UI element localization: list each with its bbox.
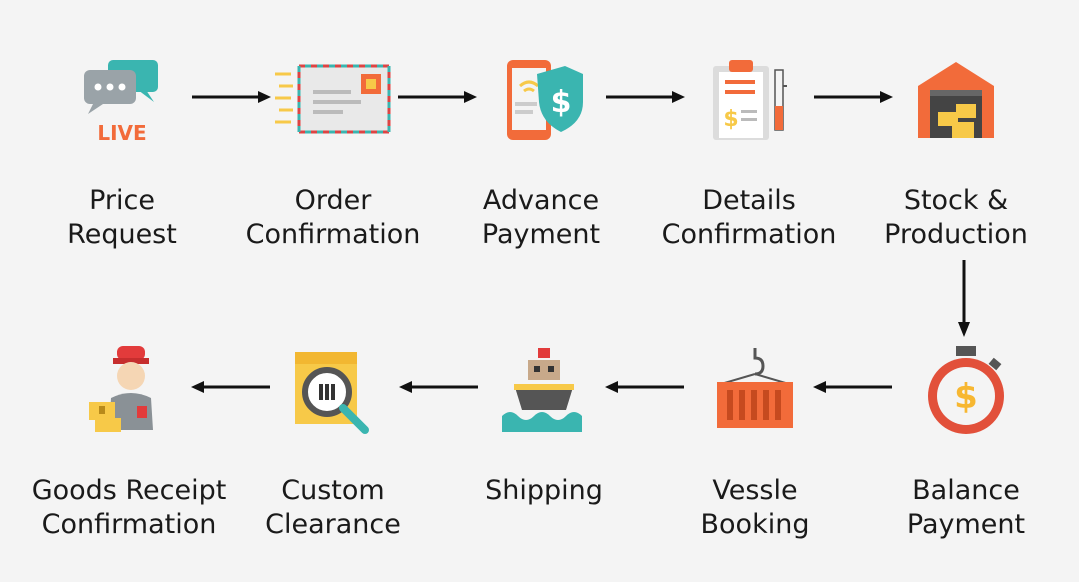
- step-label: Price Request: [22, 184, 222, 252]
- label-line: Custom: [281, 475, 385, 506]
- envelope-icon: [273, 56, 393, 152]
- arrow-left: [812, 380, 892, 394]
- step-label: Order Confirmation: [233, 184, 433, 252]
- clipboard-invoice-icon: $: [701, 56, 797, 152]
- label-line: Confirmation: [41, 509, 217, 540]
- warehouse-icon: [908, 56, 1004, 152]
- step-label: Balance Payment: [866, 474, 1066, 542]
- step-label: Shipping: [444, 474, 644, 508]
- label-line: Clearance: [265, 509, 401, 540]
- label-line: Order: [294, 185, 372, 216]
- dollar-badge: $: [723, 107, 738, 132]
- box-magnifier-icon: [285, 344, 381, 440]
- live-chat-icon: LIVE: [74, 56, 170, 152]
- step-label: Stock & Production: [856, 184, 1056, 252]
- arrow-left: [190, 380, 270, 394]
- container-hook-icon: [707, 344, 803, 440]
- arrow-right: [606, 90, 686, 104]
- label-line: Goods Receipt: [31, 475, 227, 506]
- label-line: Stock &: [903, 185, 1009, 216]
- phone-shield-dollar-icon: $: [493, 56, 589, 152]
- dollar-badge: $: [954, 377, 978, 417]
- step-label: Details Confirmation: [649, 184, 849, 252]
- arrow-left: [604, 380, 684, 394]
- step-label: Advance Payment: [441, 184, 641, 252]
- arrow-right: [192, 90, 272, 104]
- step-label: Goods Receipt Confirmation: [29, 474, 229, 542]
- arrow-left: [398, 380, 478, 394]
- label-line: Shipping: [485, 475, 603, 506]
- step-label: Vessle Booking: [655, 474, 855, 542]
- label-line: Price: [89, 185, 155, 216]
- label-line: Vessle: [712, 475, 798, 506]
- step-label: Custom Clearance: [233, 474, 433, 542]
- dollar-badge: $: [551, 85, 572, 120]
- label-line: Advance: [482, 185, 600, 216]
- label-line: Payment: [481, 219, 601, 250]
- label-line: Booking: [700, 509, 810, 540]
- label-line: Details: [702, 185, 796, 216]
- arrow-down: [957, 260, 971, 338]
- courier-boxes-icon: [81, 344, 177, 440]
- live-badge-text: LIVE: [97, 121, 146, 145]
- label-line: Payment: [906, 509, 1026, 540]
- label-line: Production: [884, 219, 1028, 250]
- label-line: Request: [67, 219, 177, 250]
- arrow-right: [398, 90, 478, 104]
- arrow-right: [814, 90, 894, 104]
- stopwatch-dollar-icon: $: [918, 344, 1014, 440]
- label-line: Balance: [912, 475, 1020, 506]
- cargo-ship-icon: [496, 344, 592, 440]
- label-line: Confirmation: [661, 219, 837, 250]
- label-line: Confirmation: [245, 219, 421, 250]
